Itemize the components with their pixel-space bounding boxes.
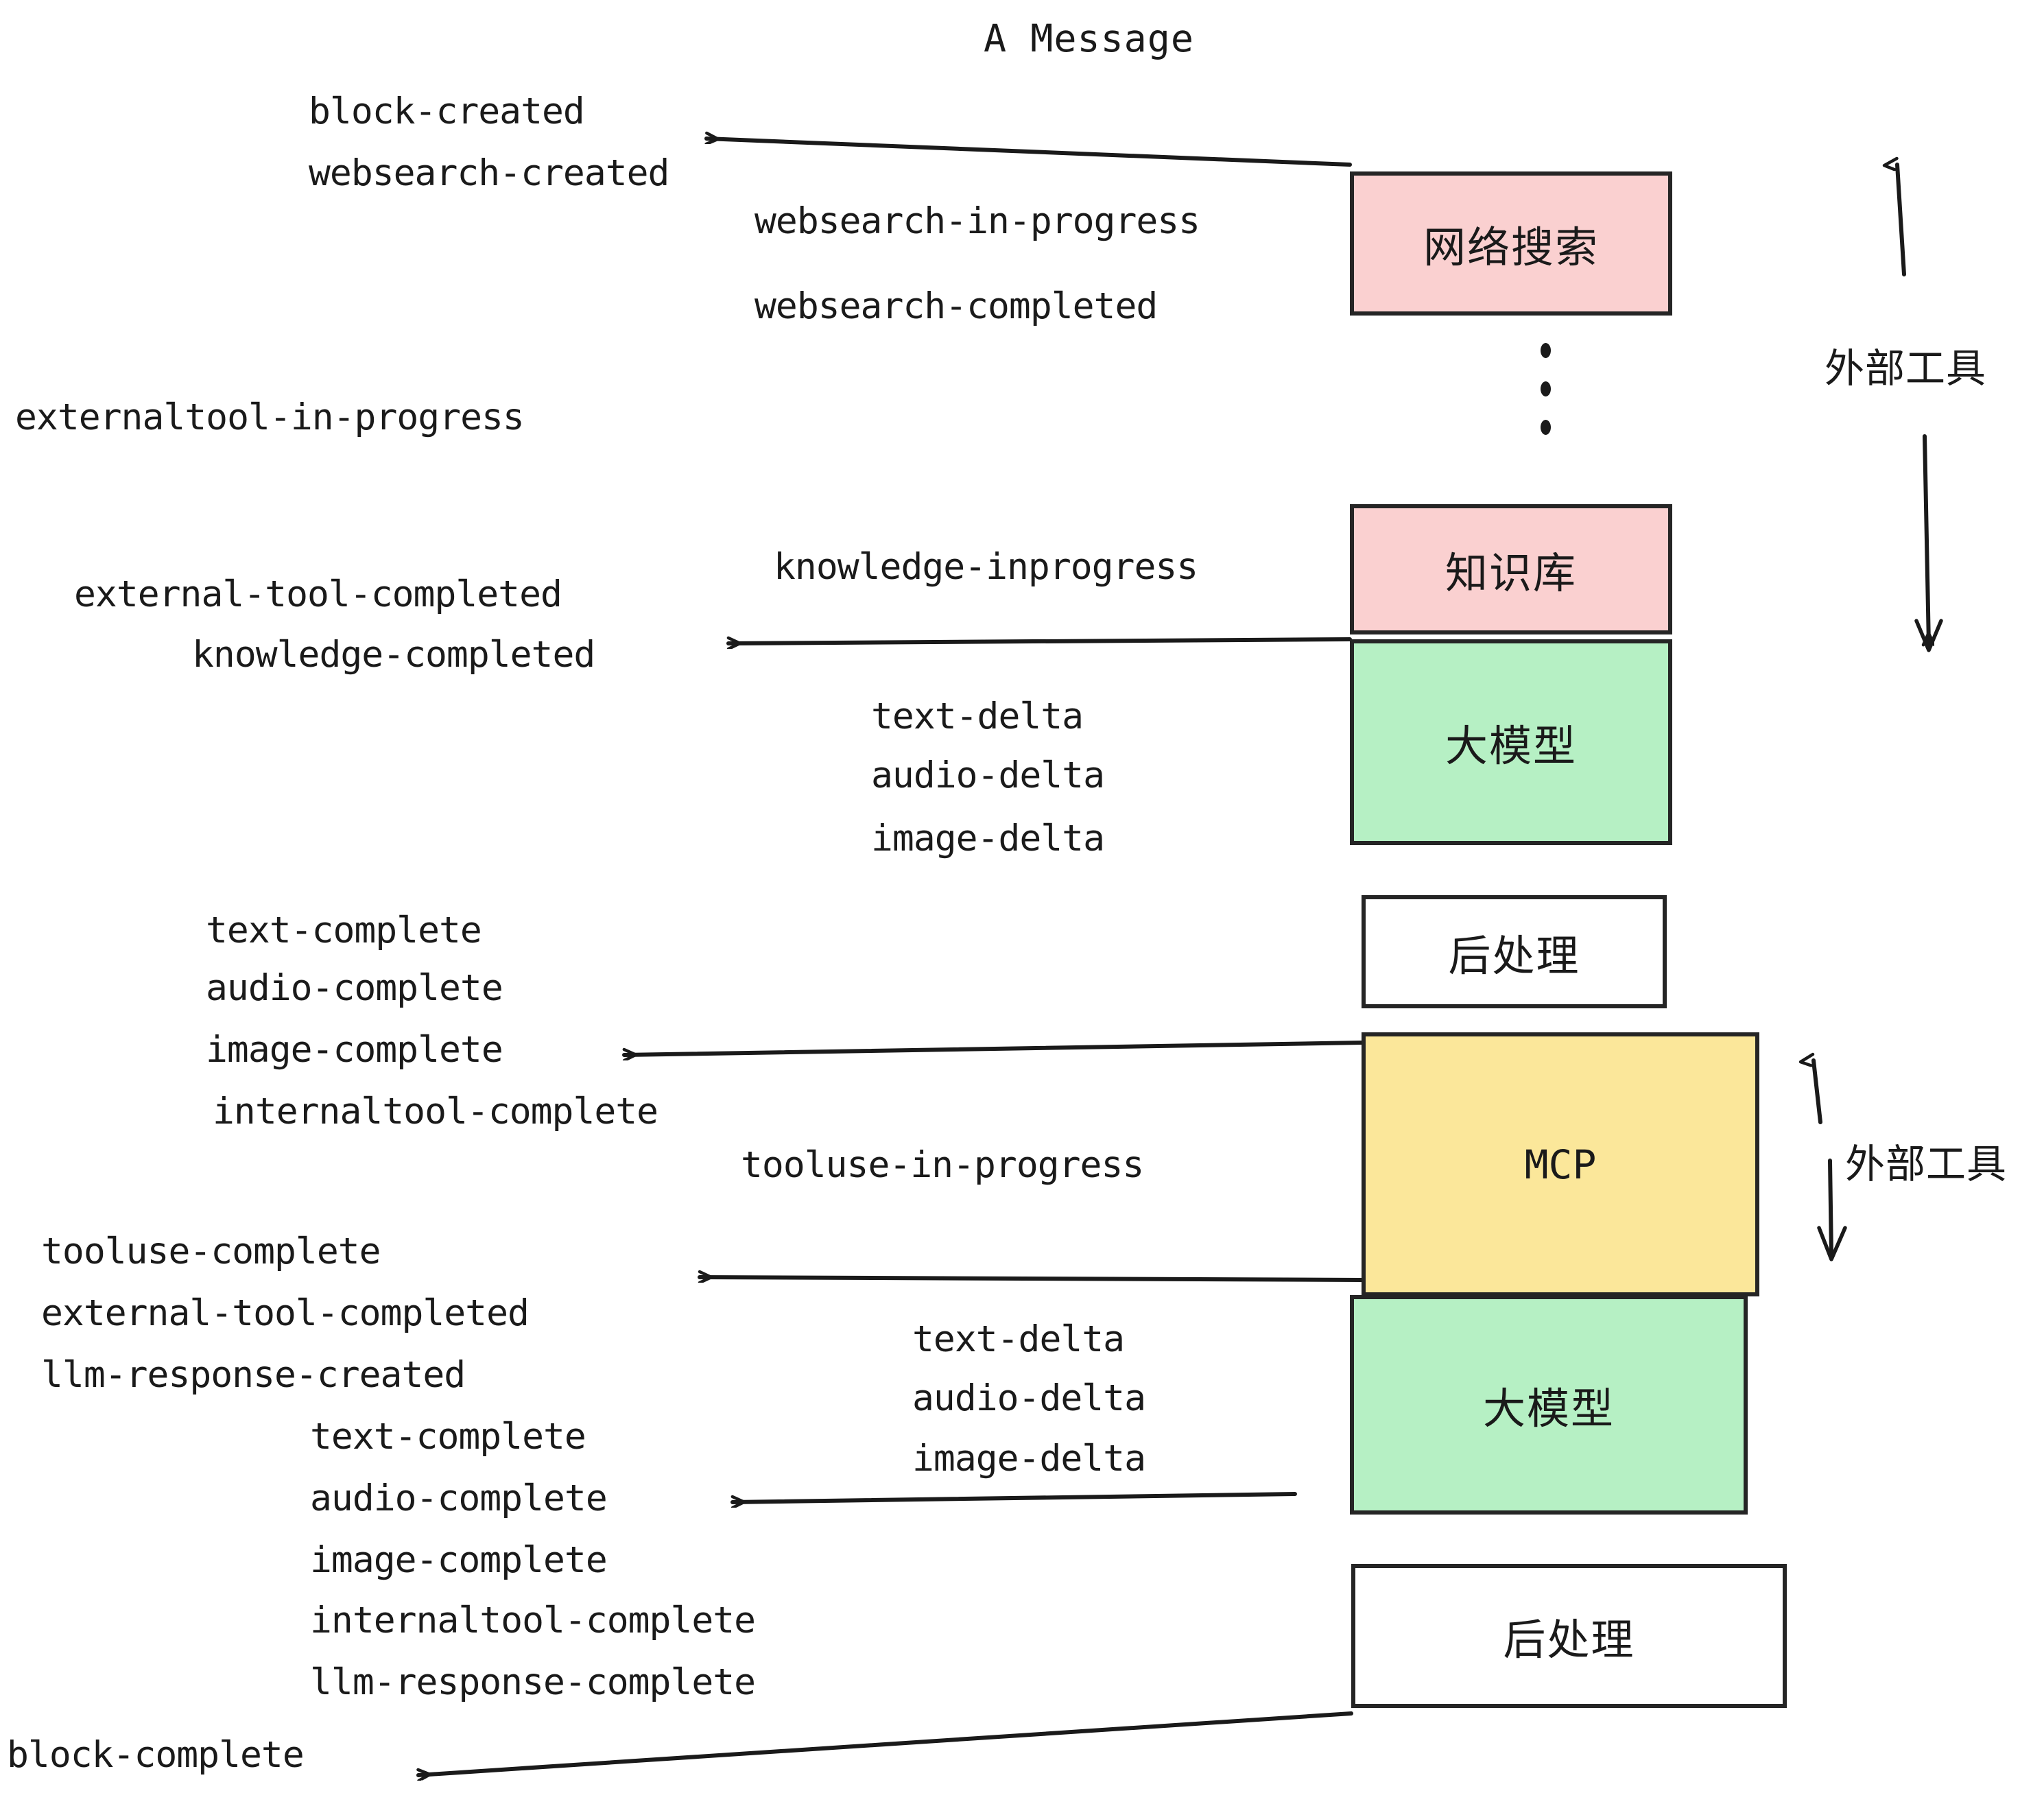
event-label-llm-response-created: llm-response-created	[41, 1354, 466, 1396]
event-label-websearch-in-progress: websearch-in-progress	[754, 200, 1200, 242]
arrowhead-external-tool-top-down	[1914, 619, 1943, 652]
arrow-external-tool-top-up	[1897, 165, 1906, 276]
event-label-internaltool-complete-2: internaltool-complete	[310, 1600, 756, 1641]
arrow-external-tool-bottom-up	[1814, 1060, 1822, 1124]
event-label-llm-response-complete: llm-response-complete	[310, 1661, 756, 1703]
event-label-external-tool-completed-1: external-tool-completed	[74, 573, 562, 615]
event-label-text-complete-1: text-complete	[206, 910, 482, 951]
node-mcp[interactable]: MCP	[1362, 1032, 1759, 1296]
group-label-external-tool-top: 外部工具	[1825, 345, 1987, 392]
arrow-websearch-to-block-created	[704, 139, 1352, 167]
event-label-image-delta-1: image-delta	[871, 818, 1105, 859]
event-label-websearch-completed: websearch-completed	[754, 285, 1158, 327]
event-label-audio-delta-2: audio-delta	[912, 1377, 1146, 1419]
event-label-image-delta-2: image-delta	[912, 1438, 1146, 1480]
node-postprocess-bot[interactable]: 后处理	[1351, 1564, 1787, 1708]
event-label-text-delta-1: text-delta	[871, 696, 1084, 737]
event-label-image-complete-1: image-complete	[206, 1029, 503, 1071]
dot-icon	[1541, 343, 1551, 358]
event-label-externaltool-in-progress: externaltool-in-progress	[15, 396, 525, 438]
page-title: A Message	[984, 16, 1195, 60]
group-label-external-tool-bottom: 外部工具	[1845, 1141, 2008, 1187]
arrow-external-tool-top-down	[1925, 434, 1929, 647]
arrow-postprocess-to-block-complete	[416, 1711, 1353, 1775]
event-label-image-complete-2: image-complete	[310, 1539, 608, 1581]
event-label-block-created: block-created	[309, 91, 585, 132]
event-label-knowledge-inprogress: knowledge-inprogress	[774, 546, 1198, 588]
event-label-audio-delta-1: audio-delta	[871, 755, 1105, 796]
node-postprocess-top[interactable]: 后处理	[1362, 895, 1667, 1008]
event-label-tooluse-in-progress: tooluse-in-progress	[741, 1144, 1144, 1186]
event-label-external-tool-completed-2: external-tool-completed	[41, 1292, 530, 1334]
arrow-llm-to-knowledge-completed	[726, 639, 1352, 643]
arrow-llm-to-audio-complete	[730, 1492, 1297, 1502]
node-llm-top[interactable]: 大模型	[1350, 639, 1672, 845]
event-label-text-complete-2: text-complete	[310, 1416, 586, 1458]
event-label-websearch-created: websearch-created	[309, 152, 669, 194]
arrow-mcp-to-image-complete	[622, 1041, 1364, 1055]
event-label-audio-complete-2: audio-complete	[310, 1477, 608, 1519]
event-label-internaltool-complete-1: internaltool-complete	[213, 1091, 658, 1132]
dot-icon	[1541, 381, 1551, 396]
node-llm-bottom[interactable]: 大模型	[1350, 1295, 1748, 1515]
node-knowledge[interactable]: 知识库	[1350, 504, 1672, 634]
arrow-mcp-to-tooluse-complete	[698, 1277, 1364, 1280]
vertical-ellipsis-icon	[1541, 343, 1551, 435]
event-label-tooluse-complete: tooluse-complete	[41, 1231, 381, 1272]
dot-icon	[1541, 420, 1551, 435]
event-label-knowledge-completed: knowledge-completed	[192, 634, 595, 676]
node-websearch[interactable]: 网络搜索	[1350, 171, 1672, 316]
arrowhead-external-tool-bottom-down	[1817, 1226, 1847, 1261]
arrow-external-tool-bottom-down	[1828, 1159, 1833, 1256]
event-label-audio-complete-1: audio-complete	[206, 967, 503, 1009]
event-label-text-delta-2: text-delta	[912, 1318, 1125, 1360]
event-label-block-complete: block-complete	[7, 1734, 305, 1776]
